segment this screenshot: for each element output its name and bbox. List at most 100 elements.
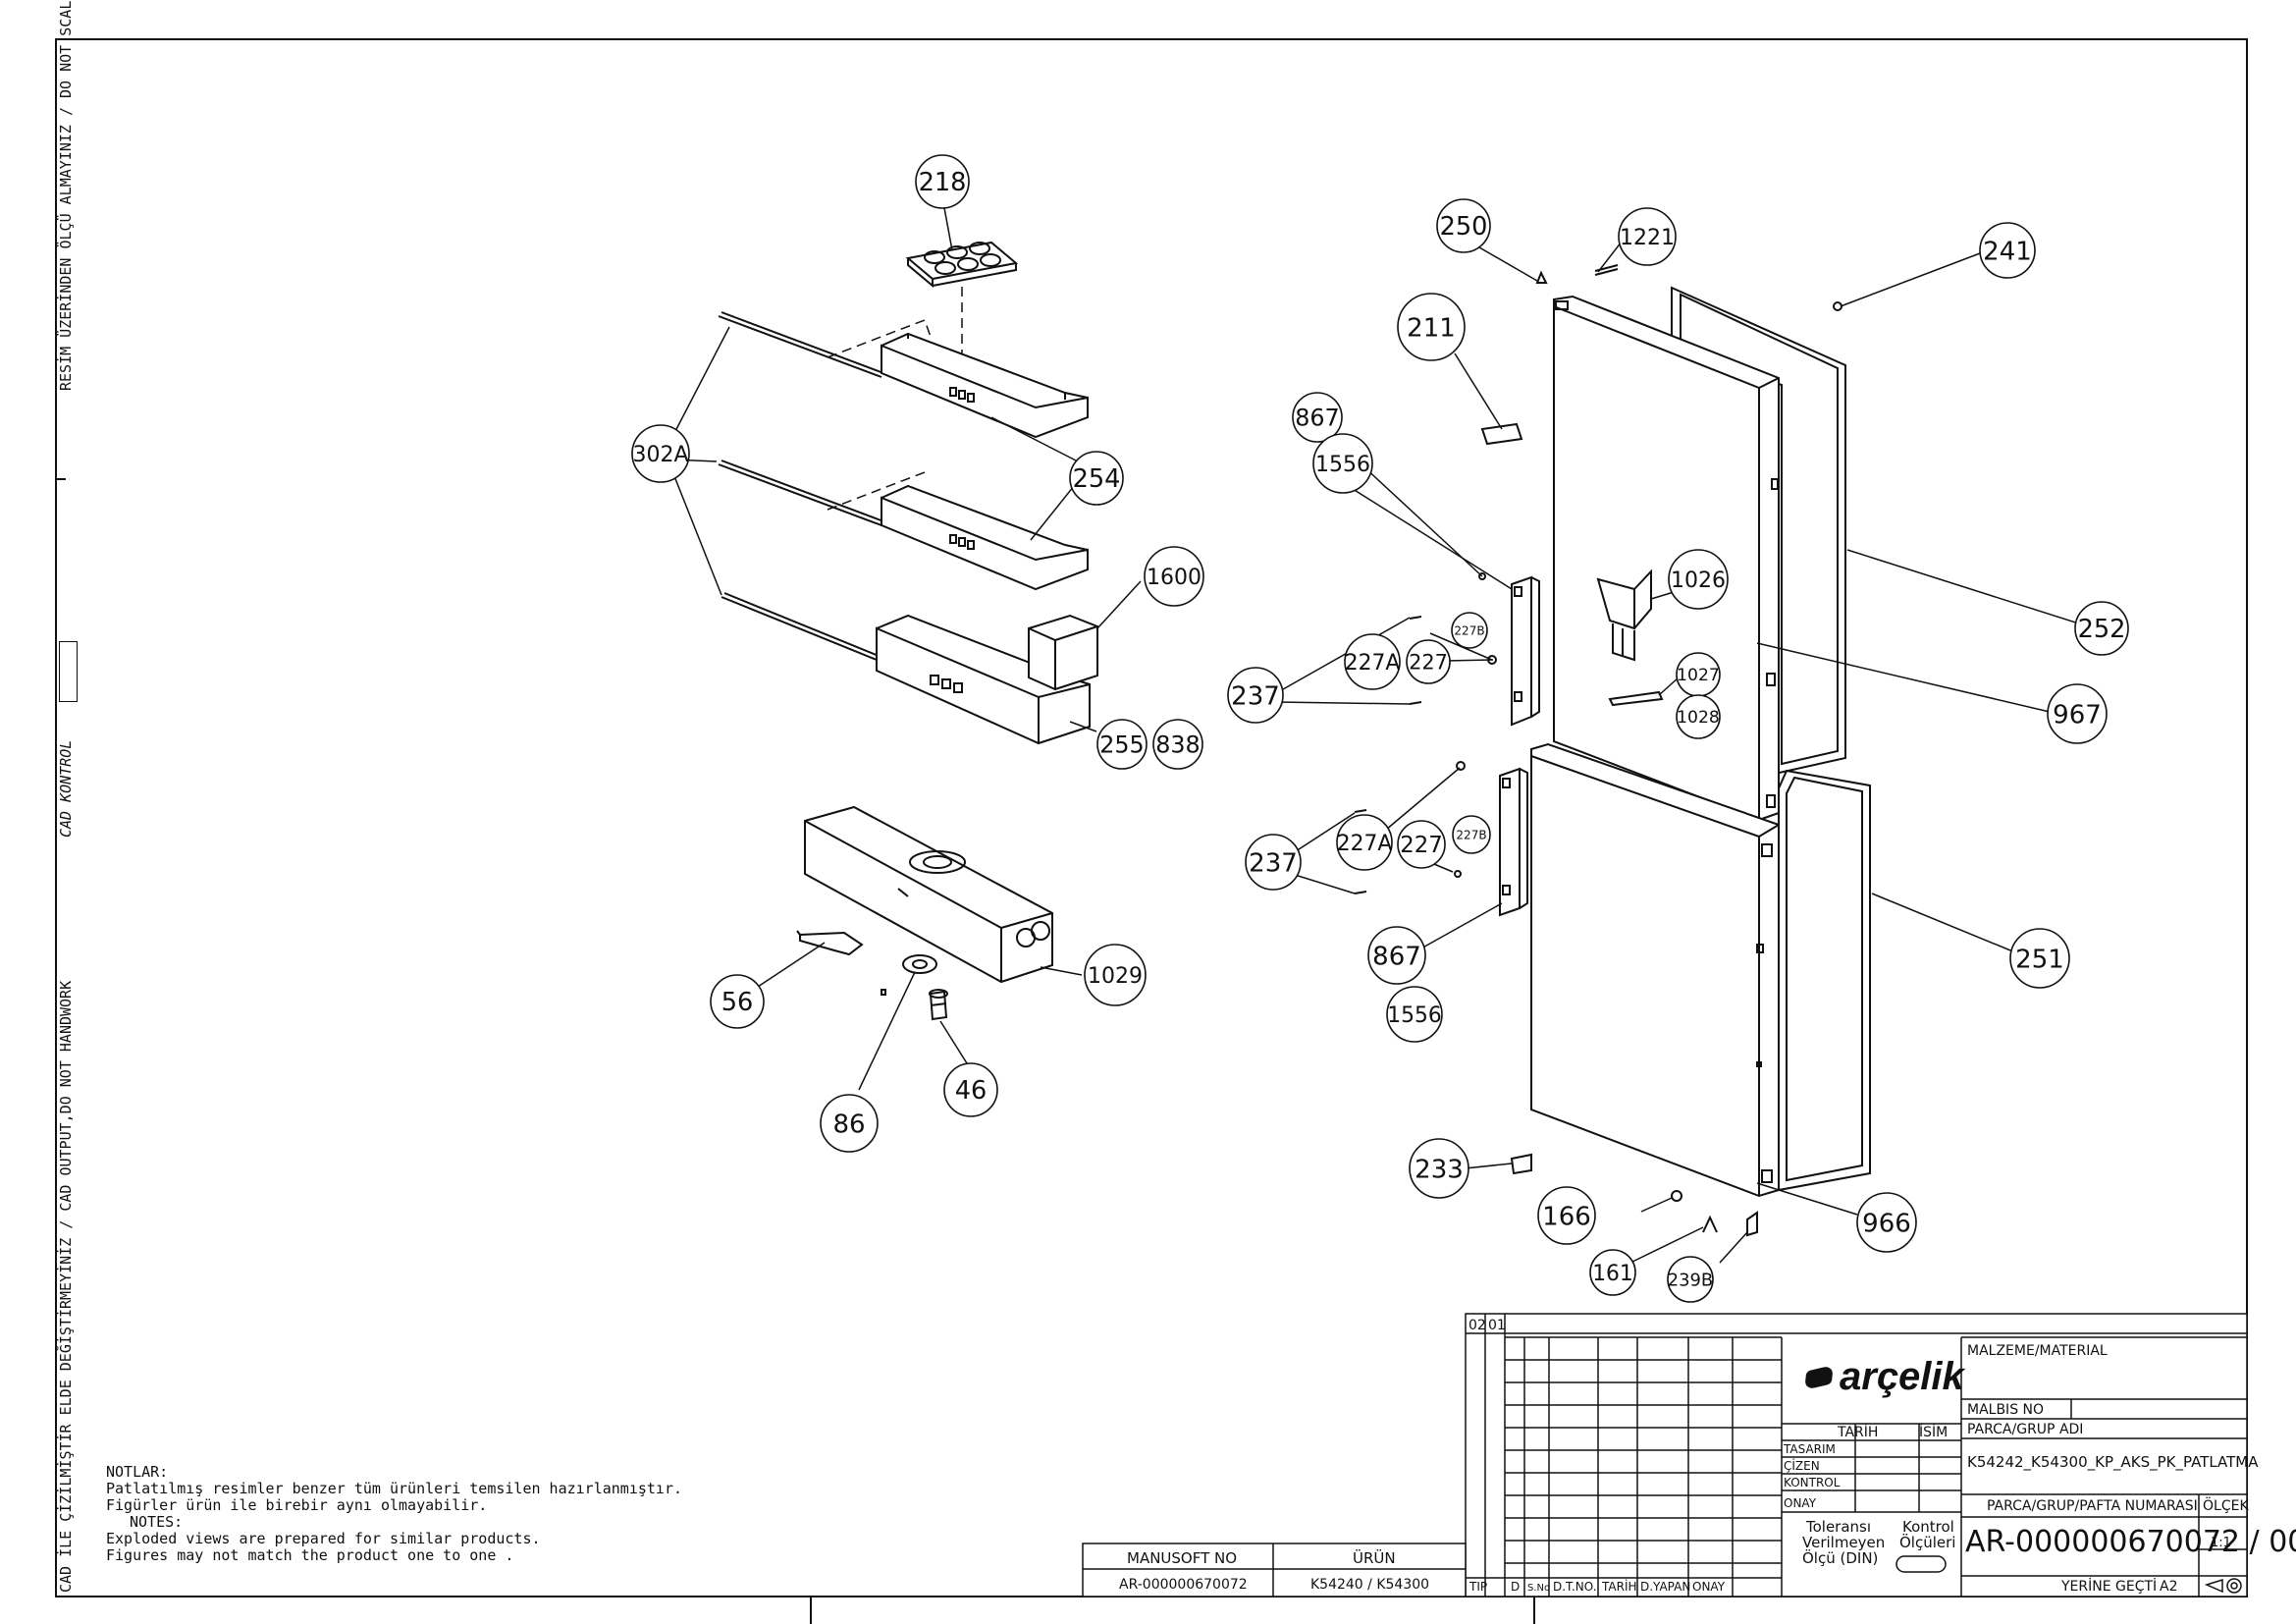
callout-218: 218 <box>915 154 970 209</box>
notes-line-2: Figürler ürün ile birebir aynı olmayabil… <box>106 1496 488 1514</box>
door-shelf-upper <box>881 332 1089 439</box>
rev-header-d: D <box>1511 1580 1520 1594</box>
callout-867a: 867 <box>1292 392 1343 443</box>
callout-label: 1029 <box>1088 964 1143 989</box>
side-text-cad-control: CAD KONTROL <box>57 739 75 838</box>
notes-line-1: Patlatılmış resimler benzer tüm ürünleri… <box>106 1480 682 1497</box>
callout-circle <box>820 1094 879 1153</box>
callout-label: 1028 <box>1677 708 1720 728</box>
side-text-do-not-scale: RESİM ÜZERİNDEN ÖLÇÜ ALMAYINIZ / DO NOT … <box>57 0 75 391</box>
rev-header-onay: ONAY <box>1692 1580 1726 1594</box>
rev-col-02: 02 <box>1468 1318 1486 1333</box>
callout-1556b: 1556 <box>1386 986 1443 1043</box>
rev-header-tip: TIP <box>1468 1580 1487 1594</box>
callout-86: 86 <box>820 1094 879 1153</box>
shelf-rods <box>718 311 884 661</box>
scale-label: ÖLÇEK <box>2203 1496 2249 1514</box>
callout-circle <box>1856 1192 1917 1253</box>
tarih-label: TARİH <box>1837 1423 1878 1440</box>
callout-circle <box>1676 694 1721 739</box>
callout-1556a: 1556 <box>1312 433 1373 494</box>
tolerance-line1: Toleransı <box>1805 1518 1871 1536</box>
callout-circle <box>1096 719 1148 770</box>
callout-label: 967 <box>2053 700 2102 730</box>
rev-header-dyapan: D.YAPAN <box>1640 1580 1690 1594</box>
callout-237a: 237 <box>1227 667 1284 724</box>
sheet-size: A2 <box>2160 1579 2177 1595</box>
callout-label: 218 <box>919 168 967 197</box>
dispenser-tray <box>804 805 1053 984</box>
callout-227_1: 227 <box>1406 639 1451 684</box>
callout-302a: 302A <box>631 424 690 483</box>
callout-circle <box>1406 639 1451 684</box>
callout-838: 838 <box>1152 719 1203 770</box>
callout-circle <box>1336 814 1393 871</box>
hinge-parts <box>1354 264 1842 1237</box>
callout-label: 302A <box>632 443 688 467</box>
rev-header-dtno: D.T.NO. <box>1553 1580 1597 1594</box>
arcelik-logo-mark <box>1804 1364 1834 1391</box>
replaces-label: YERİNE GEÇTİ <box>2060 1577 2157 1595</box>
callout-1026: 1026 <box>1668 549 1729 610</box>
callout-label: 1600 <box>1147 566 1201 590</box>
guide-lines <box>827 287 963 511</box>
callout-label: 241 <box>1983 237 2032 266</box>
callout-label: 239B <box>1668 1270 1713 1290</box>
callout-966: 966 <box>1856 1192 1917 1253</box>
callout-label: 1221 <box>1620 226 1675 250</box>
callout-label: 161 <box>1592 1262 1633 1286</box>
callout-1029: 1029 <box>1084 944 1147 1006</box>
callout-label: 166 <box>1542 1202 1591 1231</box>
callout-1028: 1028 <box>1676 694 1721 739</box>
valve-part <box>929 989 948 1021</box>
cad-control-box <box>59 641 78 702</box>
manusoft-label: MANUSOFT NO <box>1127 1549 1237 1567</box>
title-block-grid <box>1082 1313 2248 1597</box>
side-text-cad-output: CAD İLE ÇİZİLMİŞTİR ELDE DEĞİŞTİRMEYİNİZ… <box>57 980 75 1593</box>
callout-circle <box>1312 433 1373 494</box>
role-drawer: ÇİZEN <box>1784 1458 1820 1473</box>
callout-label: 211 <box>1407 313 1456 343</box>
callout-circle <box>1386 986 1443 1043</box>
egg-tray <box>905 241 1019 289</box>
callout-227b2: 227B <box>1452 815 1491 854</box>
callout-circle <box>943 1062 998 1117</box>
role-control: KONTROL <box>1784 1476 1841 1489</box>
tolerance-line2: Verilmeyen <box>1802 1534 1885 1551</box>
callout-circle <box>1292 392 1343 443</box>
callout-label: 86 <box>832 1110 865 1139</box>
callout-166: 166 <box>1537 1186 1596 1245</box>
callout-label: 237 <box>1249 848 1298 878</box>
role-design: TASARIM <box>1783 1442 1836 1456</box>
callout-label: 227 <box>1400 833 1443 858</box>
callout-circle <box>1537 1186 1596 1245</box>
callout-circle <box>1668 549 1729 610</box>
callout-label: 867 <box>1372 942 1421 971</box>
callout-circle <box>1589 1249 1636 1296</box>
leader-lines-right <box>1275 241 2086 1264</box>
callout-label: 1556 <box>1387 1003 1441 1028</box>
lever-part <box>796 930 864 956</box>
callout-circle <box>1227 667 1284 724</box>
notes-line-4: Figures may not match the product one to… <box>106 1546 514 1564</box>
callout-241: 241 <box>1979 222 2036 279</box>
callout-circle <box>1451 612 1488 649</box>
callout-circle <box>1452 815 1491 854</box>
callout-237b: 237 <box>1245 834 1302 891</box>
callout-circle <box>1144 546 1204 607</box>
rev-header-sno: S.No <box>1527 1583 1550 1594</box>
callout-label: 56 <box>721 988 754 1017</box>
callout-label: 1556 <box>1315 453 1370 477</box>
callout-circle <box>1618 207 1677 266</box>
notes-block: NOTLAR: Patlatılmış resimler benzer tüm … <box>106 1464 682 1564</box>
callout-circle <box>1344 633 1401 690</box>
callout-label: 252 <box>2078 615 2126 644</box>
arcelik-logo-text: arçelik <box>1840 1355 1964 1398</box>
callout-250: 250 <box>1436 198 1491 253</box>
callout-circle <box>1979 222 2036 279</box>
callout-label: 838 <box>1155 731 1200 759</box>
callout-1600: 1600 <box>1144 546 1204 607</box>
callout-252: 252 <box>2074 601 2129 656</box>
